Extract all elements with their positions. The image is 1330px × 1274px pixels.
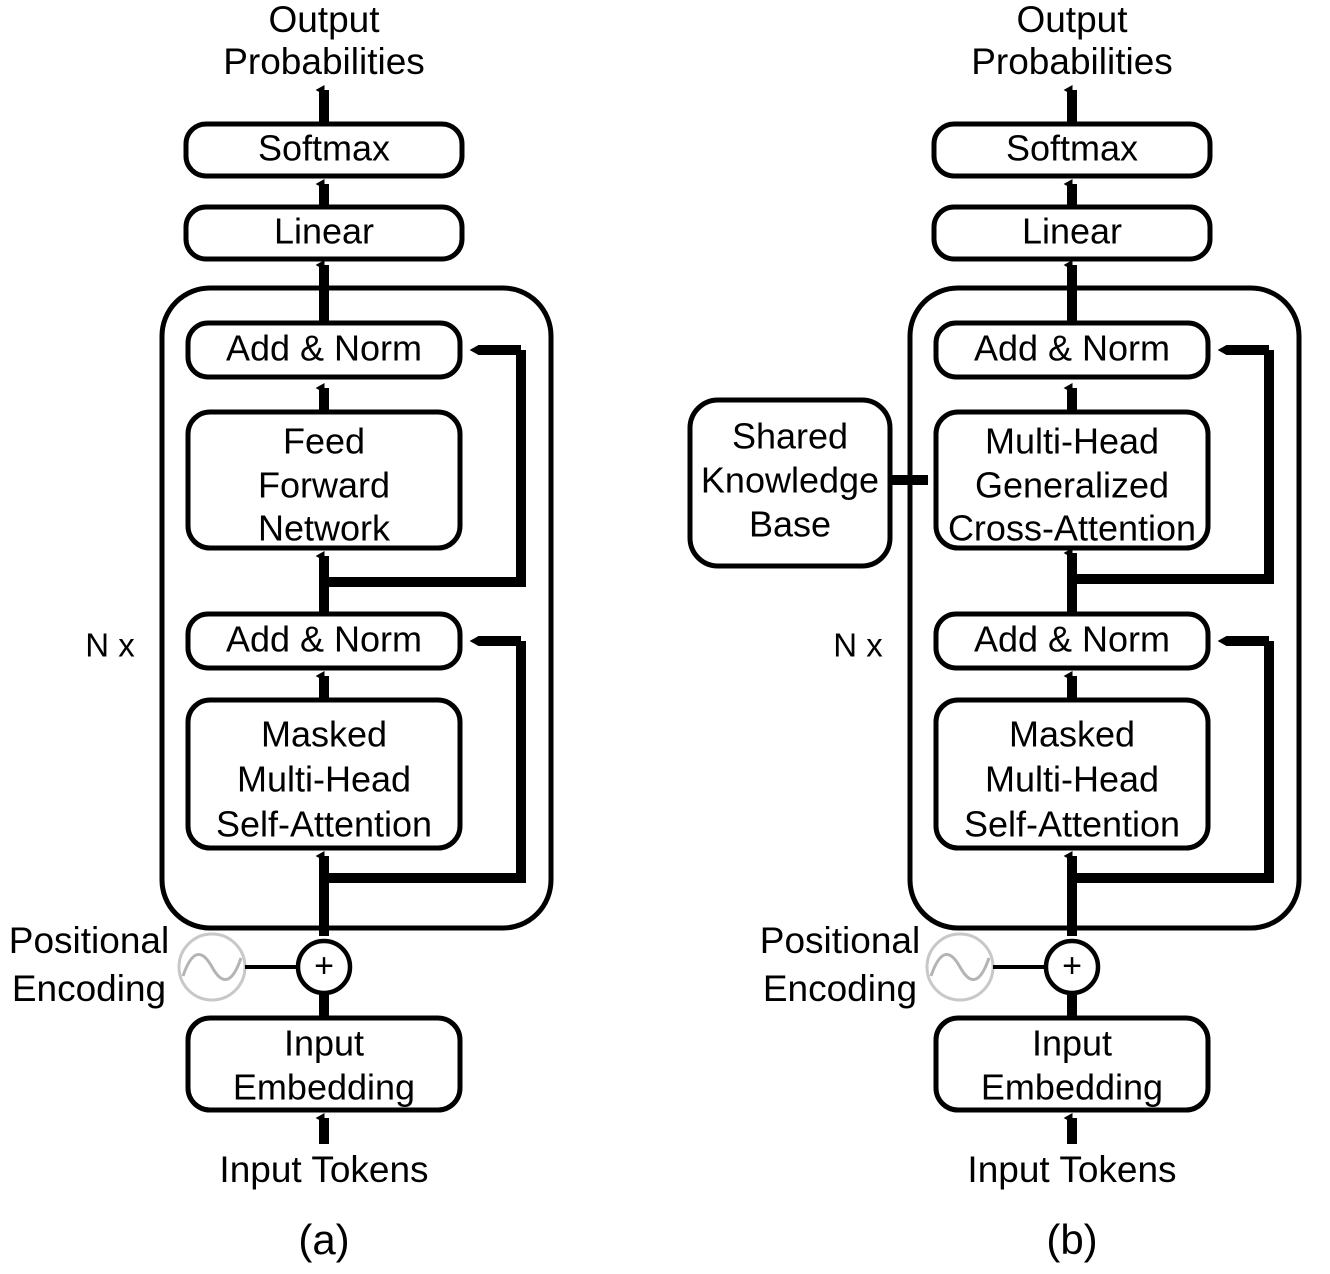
panel-b-plus-symbol: + (1062, 947, 1082, 985)
panel-b-add-norm-upper-label: Add & Norm (974, 328, 1170, 369)
panel-a-msa-line3: Self-Attention (216, 804, 432, 845)
panel-a-repeat-label: N x (85, 627, 135, 664)
panel-b-softmax-label: Softmax (1006, 128, 1138, 169)
panel-b-msa-line2: Multi-Head (985, 759, 1159, 800)
panel-a-sine-wave-icon (177, 932, 247, 1002)
panel-a-embedding-line2: Embedding (233, 1067, 415, 1108)
panel-b-sine-wave-icon (925, 932, 995, 1002)
panel-a-ffn-line1: Feed (283, 421, 365, 462)
panel-a-output-label-line2: Probabilities (223, 41, 425, 82)
panel-a-add-norm-lower-label: Add & Norm (226, 619, 422, 660)
panel-b-msa-line1: Masked (1009, 714, 1135, 755)
panel-b-residual-upper-path (1072, 350, 1274, 584)
panel-a-msa-line2: Multi-Head (237, 759, 411, 800)
panel-a-plus-symbol: + (314, 947, 334, 985)
panel-a-residual-lower-path (324, 641, 526, 883)
panel-a-repeat-container (159, 285, 554, 931)
panel-a-add-node[interactable]: + (295, 938, 353, 996)
panel-b-skb-line3: Base (749, 504, 831, 545)
panel-a-caption: (a) (298, 1216, 349, 1263)
panel-b-caption: (b) (1046, 1216, 1097, 1263)
panel-b-skb-line2: Knowledge (701, 460, 879, 501)
panel-b-output-label-line1: Output (1016, 0, 1128, 40)
panel-b-gca-line2: Generalized (975, 465, 1169, 506)
panel-a-ffn-line2: Forward (258, 465, 390, 506)
panel-a-positional-encoding-line2: Encoding (12, 968, 166, 1009)
panel-b-input-embedding-box[interactable] (933, 1015, 1211, 1113)
panel-a: Masked Multi-Head Self-Attention Add & N… (9, 0, 554, 1263)
panel-b-repeat-label: N x (833, 627, 883, 664)
panel-b-input-tokens-label: Input Tokens (967, 1149, 1176, 1190)
panel-a-input-embedding-box[interactable] (185, 1015, 463, 1113)
panel-b-gca-line3: Cross-Attention (948, 508, 1196, 549)
panel-b-positional-encoding-line1: Positional (760, 920, 920, 961)
panel-a-msa-line1: Masked (261, 714, 387, 755)
panel-a-add-norm-upper-label: Add & Norm (226, 328, 422, 369)
panel-a-ffn-line3: Network (258, 508, 391, 549)
panel-a-softmax-label: Softmax (258, 128, 390, 169)
panel-b-linear-label: Linear (1022, 211, 1122, 252)
panel-b-embedding-line2: Embedding (981, 1067, 1163, 1108)
panel-a-embedding-line1: Input (284, 1023, 364, 1064)
panel-a-residual-upper-path (324, 350, 526, 587)
panel-b-skb-line1: Shared (732, 416, 848, 457)
panel-b-add-node[interactable]: + (1043, 938, 1101, 996)
panel-a-linear-label: Linear (274, 211, 374, 252)
panel-b-add-norm-lower-label: Add & Norm (974, 619, 1170, 660)
panel-b-msa-line3: Self-Attention (964, 804, 1180, 845)
panel-b-embedding-line1: Input (1032, 1023, 1112, 1064)
panel-a-positional-encoding-line1: Positional (9, 920, 169, 961)
panel-b-residual-lower-path (1072, 641, 1274, 883)
panel-b-gca-line1: Multi-Head (985, 421, 1159, 462)
panel-b-output-label-line2: Probabilities (971, 41, 1173, 82)
panel-a-input-tokens-label: Input Tokens (219, 1149, 428, 1190)
panel-b: Shared Knowledge Base Masked Multi-Head … (687, 0, 1302, 1263)
panel-a-output-label-line1: Output (268, 0, 380, 40)
panel-b-positional-encoding-line2: Encoding (763, 968, 917, 1009)
panel-b-repeat-container (907, 285, 1302, 931)
